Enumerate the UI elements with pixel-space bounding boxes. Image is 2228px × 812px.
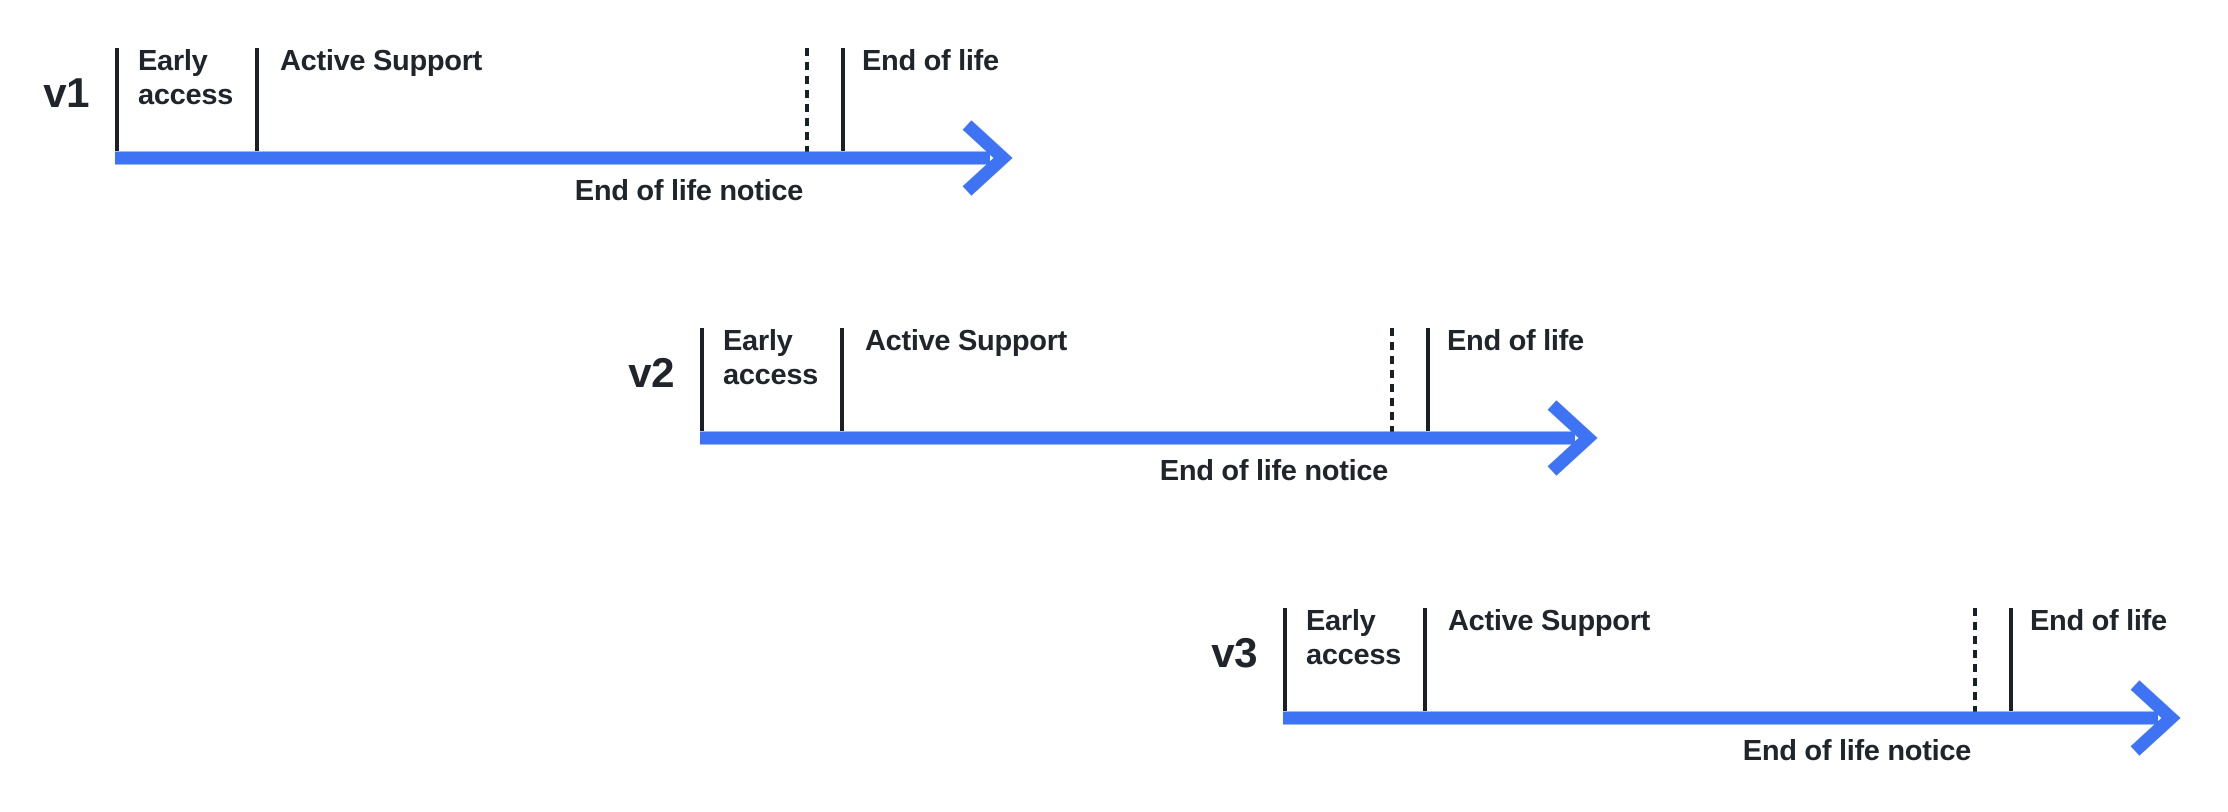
end-of-life-tick bbox=[2009, 608, 2013, 711]
timeline-arrow-icon bbox=[700, 400, 1598, 476]
end-of-life-notice-label: End of life notice bbox=[574, 175, 804, 207]
end-of-life-label: End of life bbox=[2030, 605, 2167, 637]
end-of-life-notice-dashed-tick bbox=[805, 48, 809, 154]
version-label: v1 bbox=[43, 69, 89, 116]
end-of-life-tick bbox=[841, 48, 845, 151]
timeline-arrow-icon bbox=[1283, 680, 2181, 756]
active-support-start-tick bbox=[1423, 608, 1427, 711]
early-access-start-tick bbox=[115, 48, 119, 151]
early-access-label: Early access bbox=[1306, 605, 1401, 671]
end-of-life-label: End of life bbox=[862, 45, 999, 77]
active-support-start-tick bbox=[840, 328, 844, 431]
early-access-start-tick bbox=[1283, 608, 1287, 711]
active-support-label: Active Support bbox=[280, 45, 483, 77]
end-of-life-notice-label: End of life notice bbox=[1159, 455, 1389, 487]
end-of-life-label: End of life bbox=[1447, 325, 1584, 357]
end-of-life-notice-dashed-tick bbox=[1973, 608, 1977, 714]
active-support-label: Active Support bbox=[1448, 605, 1651, 637]
early-access-label: Early access bbox=[138, 45, 233, 111]
version-label: v3 bbox=[1211, 629, 1257, 676]
timeline-arrow-icon bbox=[115, 120, 1013, 196]
early-access-start-tick bbox=[700, 328, 704, 431]
early-access-label: Early access bbox=[723, 325, 818, 391]
active-support-label: Active Support bbox=[865, 325, 1068, 357]
version-label: v2 bbox=[628, 349, 674, 396]
active-support-start-tick bbox=[255, 48, 259, 151]
end-of-life-tick bbox=[1426, 328, 1430, 431]
end-of-life-notice-dashed-tick bbox=[1390, 328, 1394, 434]
end-of-life-notice-label: End of life notice bbox=[1742, 735, 1972, 767]
